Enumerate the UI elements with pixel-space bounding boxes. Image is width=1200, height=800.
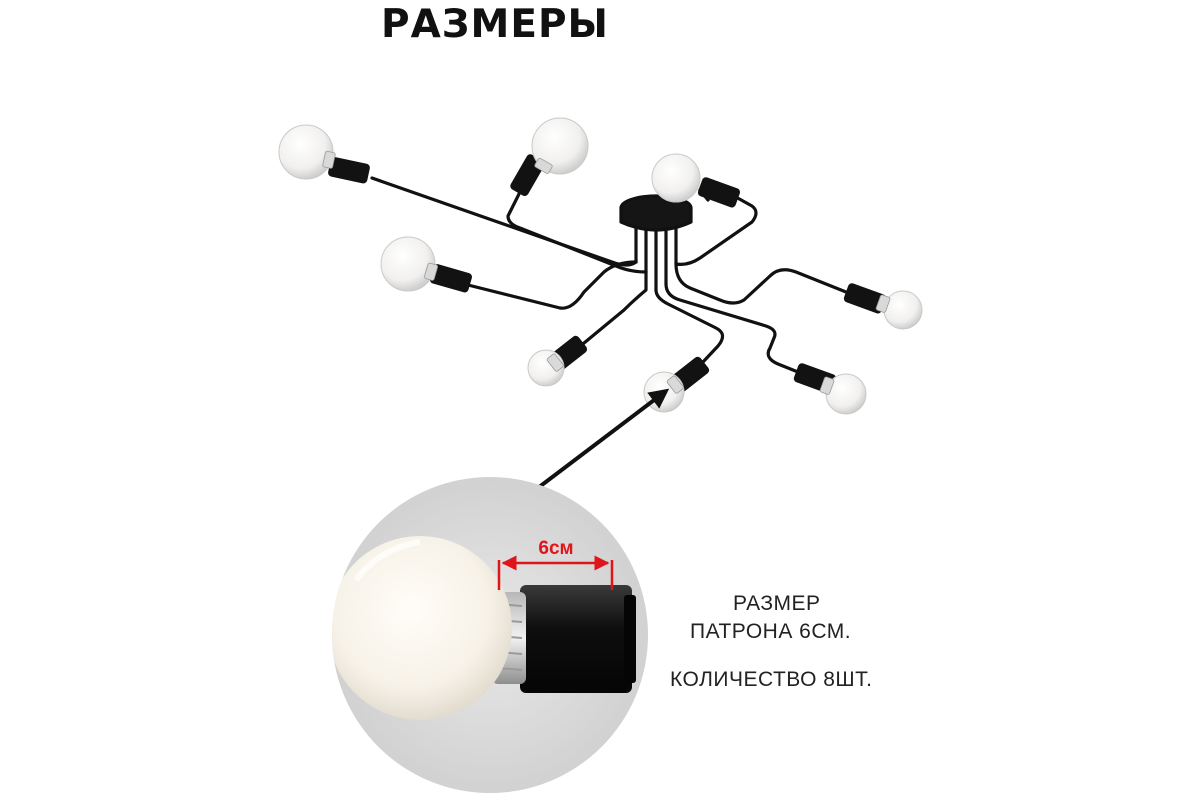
bulb-socket-detail-icon [332, 477, 648, 793]
page-title: РАЗМЕРЫ [381, 2, 609, 47]
socket-size-value: ПАТРОНА 6СМ. [690, 620, 852, 643]
lamp-bulbs [278, 117, 923, 415]
socket-size-label: РАЗМЕР [733, 592, 821, 615]
ceiling-lamp-8-arms-icon [370, 176, 848, 380]
dimension-label: 6см [538, 538, 573, 559]
arrow-icon [520, 388, 670, 502]
bulb-count: КОЛИЧЕСТВО 8ШТ. [670, 668, 873, 691]
dimension-marker [497, 555, 614, 590]
